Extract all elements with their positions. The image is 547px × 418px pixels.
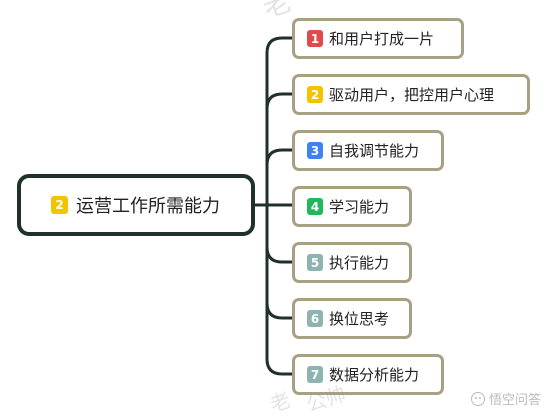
branch-badge-1: 1	[307, 30, 323, 47]
connector-branch-3	[265, 148, 294, 207]
connector-branch-7	[265, 203, 294, 376]
branch-badge-2: 2	[307, 86, 323, 103]
branch-node-5: 5 执行能力	[292, 242, 412, 283]
brand-watermark: 悟空问答	[470, 389, 541, 408]
branch-label-3: 自我调节能力	[329, 142, 420, 160]
central-node-label: 运营工作所需能力	[76, 196, 220, 217]
branch-badge-3: 3	[307, 142, 323, 159]
branch-badge-7: 7	[307, 366, 323, 383]
branch-label-2: 驱动用户，把控用户心理	[329, 86, 495, 104]
branch-badge-5: 5	[307, 254, 323, 271]
branch-label-4: 学习能力	[329, 198, 390, 216]
connector-branch-5	[265, 203, 294, 264]
branch-label-6: 换位思考	[329, 310, 390, 328]
branch-badge-4: 4	[307, 198, 323, 215]
branch-badge-6: 6	[307, 310, 323, 327]
brand-label: 悟空问答	[488, 393, 541, 408]
central-node: 2 运营工作所需能力	[17, 174, 255, 236]
branch-node-1: 1 和用户打成一片	[292, 18, 464, 59]
branch-node-4: 4 学习能力	[292, 186, 412, 227]
central-badge: 2	[51, 196, 68, 214]
branch-node-3: 3 自我调节能力	[292, 130, 444, 171]
branch-node-7: 7 数据分析能力	[292, 354, 444, 395]
branch-label-7: 数据分析能力	[329, 366, 420, 384]
connector-branch-1	[265, 36, 294, 207]
connector-branch-2	[265, 92, 294, 207]
branch-label-1: 和用户打成一片	[329, 30, 435, 48]
wukong-icon	[470, 391, 485, 406]
branch-node-6: 6 换位思考	[292, 298, 412, 339]
branch-label-5: 执行能力	[329, 254, 390, 272]
branch-node-2: 2 驱动用户，把控用户心理	[292, 74, 530, 115]
